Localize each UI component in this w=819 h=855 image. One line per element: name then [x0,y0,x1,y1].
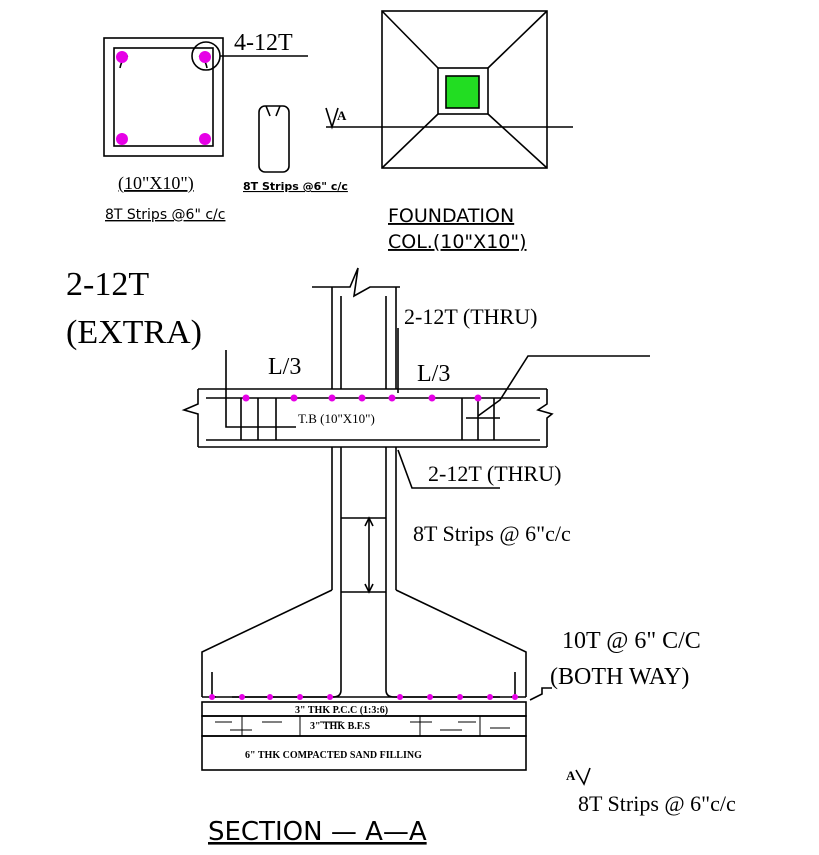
column-stirrup-label: 8T Strips @6" c/c [105,207,225,223]
foundation-plan [325,10,573,169]
rebar-bottom-left [116,133,128,145]
stirrup-small-label: 8T Strips @6" c/c [243,180,348,193]
bottom-stirrups-label: 8T Strips @ 6"c/c [578,791,736,816]
column-bars-label: 4-12T [234,30,293,56]
stirrup-shape [258,105,290,173]
foundation-title-line2: COL.(10"X10") [388,231,527,253]
column-size-label: (10"X10") [118,173,194,194]
top-thru-bars-label: 2-12T (THRU) [404,304,537,329]
bottom-thru-bars-label: 2-12T (THRU) [428,461,561,486]
footing-bars-label-line1: 10T @ 6" C/C [562,628,701,654]
section-bottom-mark: A [566,768,576,783]
footing-bars-label-line2: (BOTH WAY) [550,664,689,690]
foundation-title-line1: FOUNDATION [388,205,514,227]
sand-label: 6" THK COMPACTED SAND FILLING [245,750,422,761]
rebar-top-left [116,51,128,63]
leader-lines [225,328,650,786]
rebar-top-right [199,51,211,63]
section-title: SECTION — A—A [208,817,427,847]
extra-bars-label-line2: (EXTRA) [66,314,202,351]
span-right-label: L/3 [417,361,450,387]
pcc-label: 3" THK P.C.C (1:3:6) [295,705,388,716]
plan-section-mark: A [337,108,347,123]
column-core [445,75,480,109]
column-stirrups-label: 8T Strips @ 6"c/c [413,521,571,546]
tie-beam-label: T.B (10"X10") [298,411,375,426]
span-left-label: L/3 [268,354,301,380]
section-outline [181,267,554,771]
rebar-dots [209,394,518,700]
extra-bars-label-line1: 2-12T [66,266,149,303]
bfs-label: 3" THK B.F.S [310,721,370,732]
rebar-bottom-right [199,133,211,145]
column-cross-section [103,37,308,157]
